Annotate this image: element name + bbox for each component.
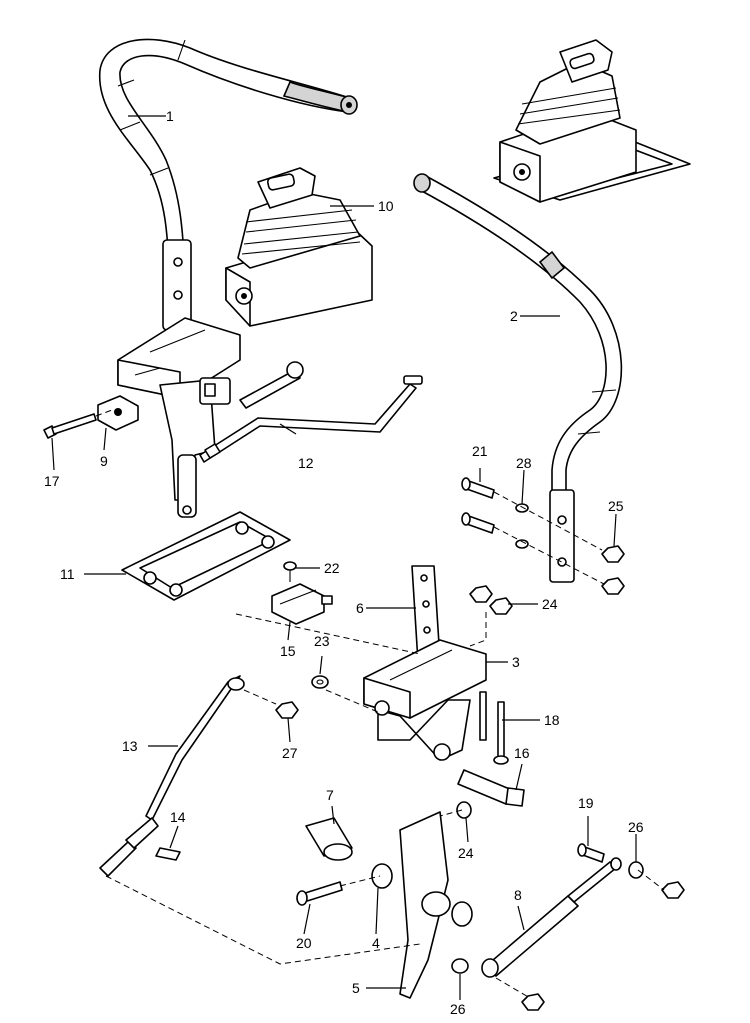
part-22-screw	[283, 561, 297, 582]
callout-3: 3	[512, 654, 520, 670]
callout-21: 21	[472, 443, 488, 459]
part-18-bolt	[479, 691, 509, 765]
part-17-bolt	[43, 409, 113, 439]
part-8-gas-spring	[481, 857, 622, 1011]
callout-15: 15	[280, 643, 296, 659]
part-7-bushing	[305, 817, 353, 861]
part-23-washer	[311, 675, 329, 689]
part-1-handle-left	[98, 38, 358, 331]
part-12-linkage-rod	[199, 361, 423, 463]
part-2-handle-right	[413, 173, 623, 583]
part-14-clip	[155, 847, 181, 861]
callout-1: 1	[166, 108, 174, 124]
part-15-switch	[271, 583, 333, 625]
callout-9: 9	[100, 453, 108, 469]
callout-25: 25	[608, 498, 624, 514]
callout-22: 22	[324, 560, 340, 576]
callout-17: 17	[44, 473, 60, 489]
part-19-bolt	[577, 843, 605, 863]
callout-27: 27	[282, 745, 298, 761]
callout-23: 23	[314, 633, 330, 649]
part-10-boot-left	[225, 167, 373, 327]
callout-7: 7	[326, 787, 334, 803]
callout-28: 28	[516, 455, 532, 471]
left-bracket-assembly	[117, 317, 241, 518]
assembly-guide-lines	[105, 612, 665, 999]
part-24-nuts-upper	[469, 585, 513, 615]
callout-24-lower: 24	[458, 845, 474, 861]
callout-16: 16	[514, 745, 530, 761]
callout-24-upper: 24	[542, 596, 558, 612]
callout-11: 11	[60, 566, 75, 582]
part-16-pin	[457, 769, 525, 807]
callout-14: 14	[170, 809, 186, 825]
callout-26-lower: 26	[450, 1001, 466, 1017]
part-9-clamp-block	[97, 395, 139, 431]
callout-2: 2	[510, 308, 518, 324]
part-26-nut-lower	[451, 958, 469, 974]
leader-lines	[51, 115, 637, 1000]
callout-labels: 1 10 2 12 9 17 11 21 28 25 22 6 24 15 23…	[44, 108, 644, 1017]
callout-10: 10	[378, 198, 394, 214]
part-13-rod	[99, 675, 245, 877]
parts-21-28-25-fasteners	[461, 477, 625, 595]
callout-18: 18	[544, 712, 560, 728]
part-26-nut-right	[628, 861, 685, 899]
part-20-bolt	[296, 881, 343, 906]
callout-13: 13	[122, 738, 138, 754]
part-24-washer-lower	[456, 801, 472, 819]
callout-19: 19	[578, 795, 594, 811]
callout-26-right: 26	[628, 819, 644, 835]
part-3-bracket	[363, 639, 487, 761]
callout-12: 12	[298, 455, 314, 471]
callout-5: 5	[352, 980, 360, 996]
callout-8: 8	[514, 887, 522, 903]
part-4-5-arm	[371, 811, 473, 999]
boot-upper-right	[493, 39, 691, 203]
callout-20: 20	[296, 935, 312, 951]
part-27-nut	[275, 701, 299, 719]
part-11-gasket	[121, 511, 291, 601]
callout-4: 4	[372, 935, 380, 951]
callout-6: 6	[356, 600, 364, 616]
